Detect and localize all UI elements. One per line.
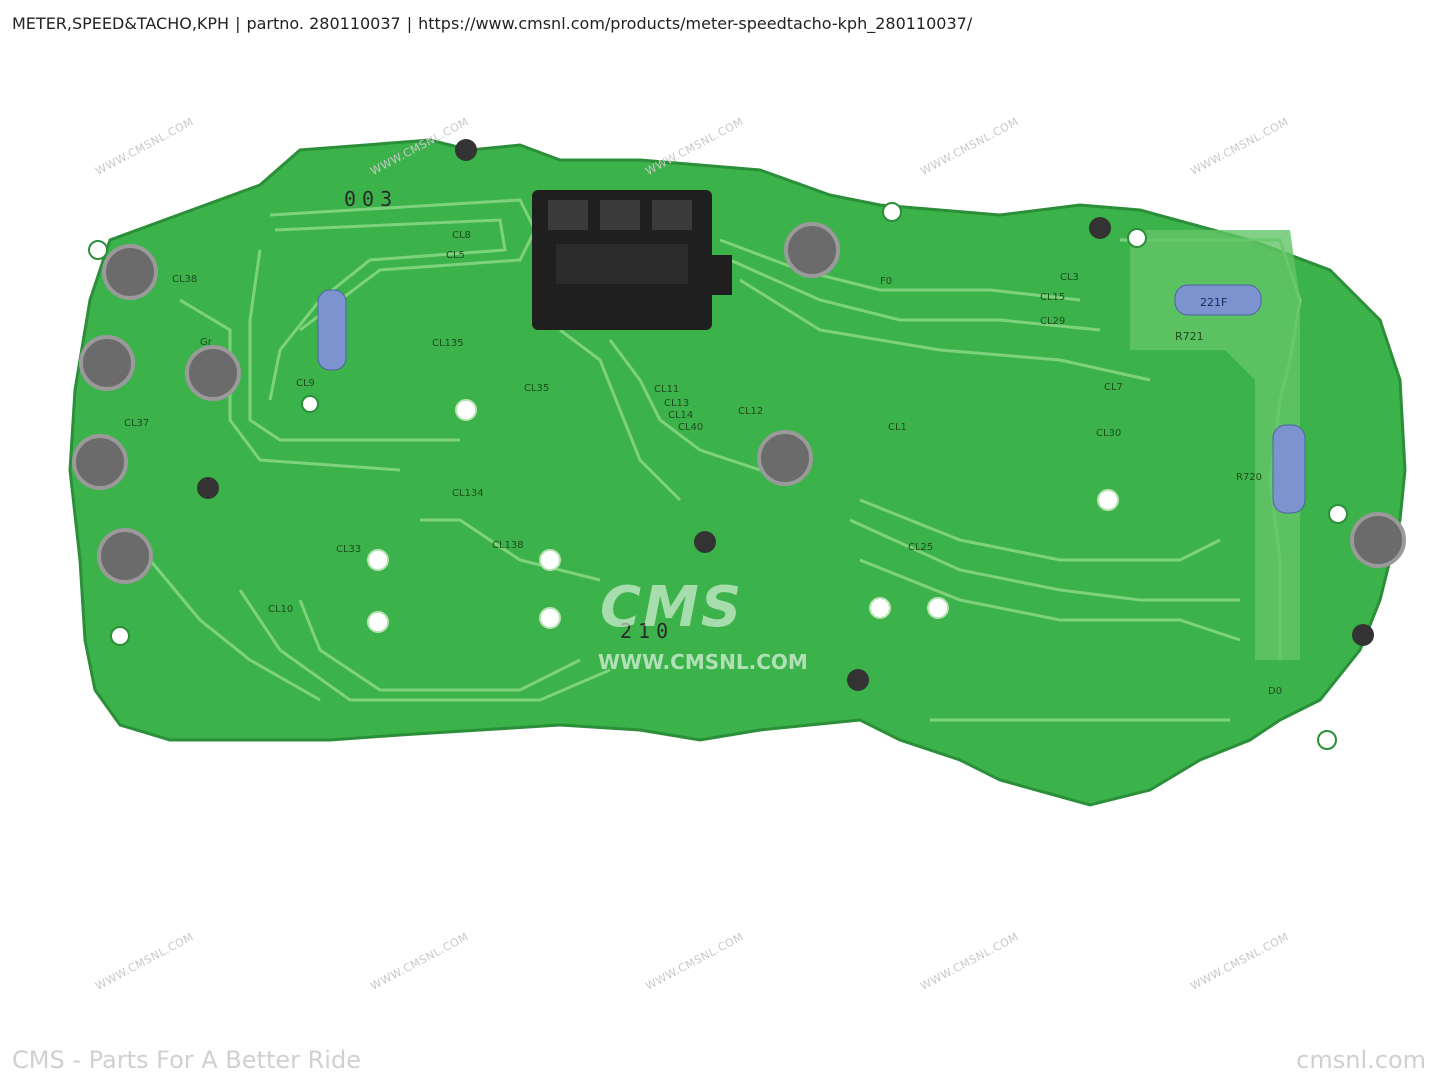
resistor-label-r720: R720 (1236, 472, 1262, 483)
silkscreen-labels: CL8 CL5 CL38 Gr CL9 CL135 CL35 CL37 CL11… (124, 230, 1282, 697)
silk-cl30: CL30 (1096, 428, 1121, 439)
silk-cl1: CL1 (888, 422, 907, 433)
silk-cl25: CL25 (908, 542, 933, 553)
silk-cl9: CL9 (296, 378, 315, 389)
resistor-label-r721: R721 (1175, 330, 1204, 343)
lamp-holes (367, 399, 1119, 633)
silk-cl14: CL14 (668, 410, 693, 421)
cms-logo-watermark: CMS (600, 575, 744, 640)
silk-cl29: CL29 (1040, 316, 1065, 327)
screws (197, 139, 1374, 691)
silk-cl138: CL138 (492, 540, 524, 551)
silk-cl3: CL3 (1060, 272, 1079, 283)
silk-gr: Gr (200, 337, 213, 348)
silk-cl8: CL8 (452, 230, 471, 241)
silk-cl10: CL10 (268, 604, 293, 615)
pad-strip (1130, 230, 1300, 660)
silk-cl135: CL135 (432, 338, 464, 349)
silk-cl11: CL11 (654, 384, 679, 395)
silk-cl38: CL38 (172, 274, 197, 285)
product-title: METER,SPEED&TACHO,KPH (12, 14, 230, 33)
silk-cl33: CL33 (336, 544, 361, 555)
silk-cl12: CL12 (738, 406, 763, 417)
resistors (317, 284, 1306, 514)
pcb-board (68, 138, 1407, 807)
product-url[interactable]: https://www.cmsnl.com/products/meter-spe… (418, 14, 973, 33)
wiring-connector (532, 190, 732, 330)
silk-cl134: CL134 (452, 488, 484, 499)
mounting-holes (88, 202, 1348, 750)
silk-cl37: CL37 (124, 418, 149, 429)
silk-cl7: CL7 (1104, 382, 1123, 393)
silk-cl5: CL5 (446, 250, 465, 261)
silk-f0: D0 (1268, 686, 1282, 697)
silk-dgr: F0 (880, 276, 892, 287)
part-number: partno. 280110037 (246, 14, 401, 33)
board-marking-top: 003 (344, 187, 398, 211)
page-header: METER,SPEED&TACHO,KPH|partno. 280110037|… (12, 14, 973, 33)
center-url-watermark: WWW.CMSNL.COM (598, 650, 808, 674)
silk-cl13: CL13 (664, 398, 689, 409)
silk-cl15: CL15 (1040, 292, 1065, 303)
bulb-sockets (72, 222, 1406, 584)
board-marking-bottom: 210 (620, 619, 674, 643)
footer-tagline: CMS - Parts For A Better Ride (12, 1046, 361, 1074)
resistor-label-value: 221F (1200, 296, 1227, 309)
silk-cl40: CL40 (678, 422, 703, 433)
silk-cl35: CL35 (524, 383, 549, 394)
footer-site: cmsnl.com (1296, 1046, 1426, 1074)
